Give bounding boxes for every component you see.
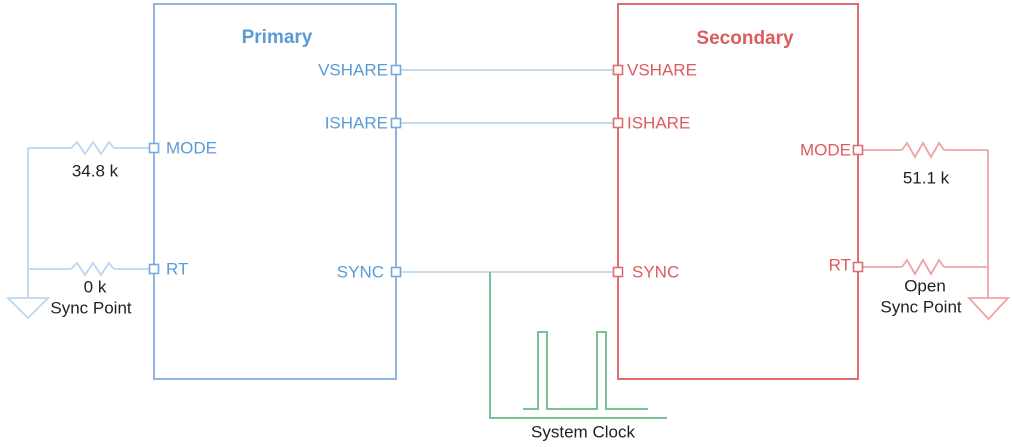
secondary-mode-wire [858, 149, 989, 267]
primary-mode-resistor-icon [70, 140, 115, 156]
primary-pin-label-rt: RT [166, 259, 189, 279]
primary-sync-pin [390, 266, 402, 278]
primary-mode-wire [27, 147, 154, 269]
secondary-mode-pin [852, 144, 864, 156]
secondary-rt-resistor-value: Open [904, 276, 946, 296]
primary-title: Primary [241, 27, 313, 48]
primary-pin-label-sync: SYNC [336, 262, 384, 282]
primary-pin-label-mode: MODE [166, 138, 217, 158]
primary-pin-label-vshare: VSHARE [318, 60, 388, 80]
primary-vshare-pin [390, 64, 402, 76]
secondary-pin-label-vshare: VSHARE [627, 60, 697, 80]
primary-rt-resistor-icon [70, 261, 115, 277]
system-clock-label: System Clock [531, 422, 635, 442]
secondary-pin-label-ishare: ISHARE [627, 113, 691, 133]
secondary-mode-resistor-icon [901, 141, 945, 159]
primary-rt-resistor-value: 0 k [83, 277, 107, 297]
secondary-mode-resistor-value: 51.1 k [902, 168, 950, 188]
primary-mode-resistor-value: 34.8 k [71, 161, 119, 181]
secondary-ishare-pin [612, 117, 624, 129]
clock-waveform-icon [523, 331, 648, 410]
secondary-vshare-pin [612, 64, 624, 76]
left-sync-point-label: Sync Point [50, 298, 132, 318]
secondary-pin-label-mode: MODE [800, 140, 851, 160]
secondary-pin-label-sync: SYNC [632, 262, 680, 282]
secondary-sync-pin [612, 266, 624, 278]
primary-ishare-pin [390, 117, 402, 129]
secondary-rt-resistor-icon [901, 258, 945, 276]
secondary-pin-label-rt: RT [828, 255, 851, 275]
right-sync-point-ground-icon [966, 297, 1011, 321]
primary-mode-pin [148, 142, 160, 154]
secondary-rt-wire [858, 266, 989, 298]
secondary-title: Secondary [696, 28, 794, 49]
right-sync-point-label: Sync Point [880, 297, 962, 317]
primary-pin-label-ishare: ISHARE [324, 113, 388, 133]
secondary-block [617, 3, 859, 380]
secondary-rt-pin [852, 261, 864, 273]
primary-rt-pin [148, 263, 160, 275]
primary-rt-wire [27, 268, 154, 298]
system-clock-wire [489, 272, 667, 419]
primary-block [153, 3, 397, 380]
left-sync-point-ground-icon [5, 297, 51, 320]
